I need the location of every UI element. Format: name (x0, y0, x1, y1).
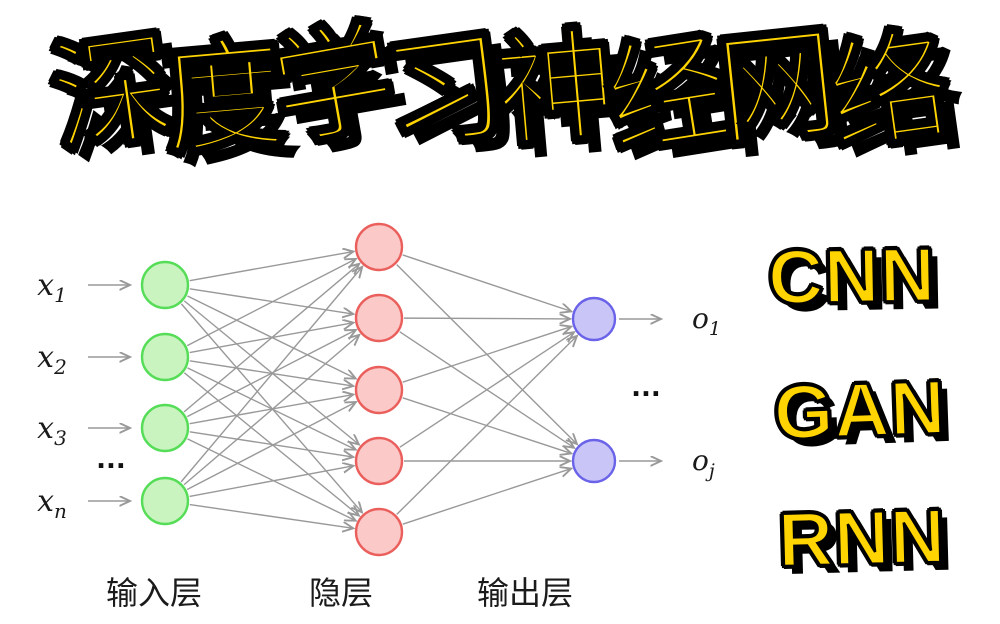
edge-input-hidden (186, 330, 356, 418)
badge-cnn: CNN (766, 231, 938, 321)
badge-rnn: RNN (776, 493, 948, 585)
edge-input-hidden (186, 259, 356, 347)
input-label: xn (37, 484, 67, 523)
badge-gan: GAN (771, 364, 948, 457)
edge-hidden-output (399, 332, 574, 448)
edge-lines (88, 252, 661, 529)
edge-input-hidden (189, 503, 354, 529)
edge-input-hidden (183, 264, 359, 413)
input-node (140, 476, 190, 526)
hidden-node (354, 222, 404, 272)
output-node (571, 438, 617, 484)
edge-hidden-output (402, 254, 572, 311)
hidden-node (354, 293, 404, 343)
edge-input-hidden (187, 438, 355, 521)
diagram-labels: x1 x2 x3 xn o1 oj...... 输入层 隐层 输出层 (37, 268, 721, 612)
edge-hidden-output (396, 336, 577, 515)
output-layer-label: 输出层 (477, 574, 573, 612)
input-label: x2 (37, 340, 67, 379)
input-node (140, 260, 190, 310)
edge-input-hidden (186, 402, 356, 491)
edge-hidden-output (402, 469, 571, 525)
hidden-node (354, 507, 404, 557)
edge-input-hidden (189, 431, 354, 457)
input-label: x3 (37, 411, 67, 450)
edge-input-hidden (180, 267, 362, 483)
output-label: oj (692, 444, 715, 482)
edge-input-hidden (189, 288, 354, 314)
input-label: x1 (37, 268, 67, 307)
edge-input-hidden (189, 466, 354, 498)
hidden-node (354, 365, 404, 415)
input-ellipsis: ... (96, 445, 126, 475)
edge-input-hidden (189, 252, 354, 282)
hidden-node (354, 436, 404, 486)
edge-input-hidden (183, 335, 359, 486)
edge-hidden-output (403, 318, 570, 319)
output-label: o1 (692, 302, 721, 340)
layer-nodes (140, 222, 617, 557)
output-ellipsis: ... (631, 373, 661, 403)
hidden-layer-label: 隐层 (309, 574, 373, 612)
edge-hidden-output (402, 327, 571, 383)
input-node (140, 332, 190, 382)
input-node (140, 403, 190, 453)
input-layer-label: 输入层 (106, 574, 202, 612)
output-node (571, 296, 617, 342)
